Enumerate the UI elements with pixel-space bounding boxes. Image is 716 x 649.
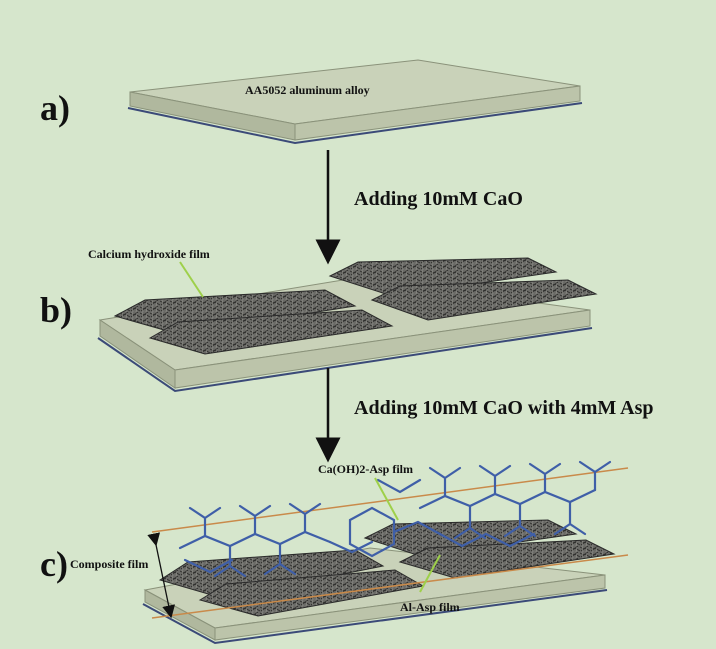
step-1-label: Adding 10mM CaO [354, 188, 523, 210]
composite-upper-boundary [151, 467, 629, 533]
composite-thickness-arrow [147, 532, 176, 619]
substrate-label: AA5052 aluminum alloy [245, 83, 370, 97]
composite-film-label: Composite film [70, 557, 148, 571]
calcium-hydroxide-film-strips [113, 257, 598, 355]
panel-c-label: c) [40, 544, 68, 584]
step-2-label: Adding 10mM CaO with 4mM Asp [354, 397, 653, 419]
film-callout-line-b [179, 261, 204, 298]
al-asp-film-label: Al-Asp film [400, 600, 460, 614]
aluminum-plate-a [127, 59, 583, 145]
bottom-film-callout-line [419, 554, 441, 593]
ca-oh-asp-film-label: Ca(OH)2-Asp film [318, 462, 413, 476]
panel-b-label: b) [40, 290, 72, 330]
top-film-callout-line [374, 477, 399, 521]
calcium-hydroxide-label: Calcium hydroxide film [88, 247, 210, 261]
asp-molecular-network [178, 460, 612, 578]
panel-a-label: a) [40, 88, 70, 128]
composite-lower-boundary [151, 554, 629, 619]
